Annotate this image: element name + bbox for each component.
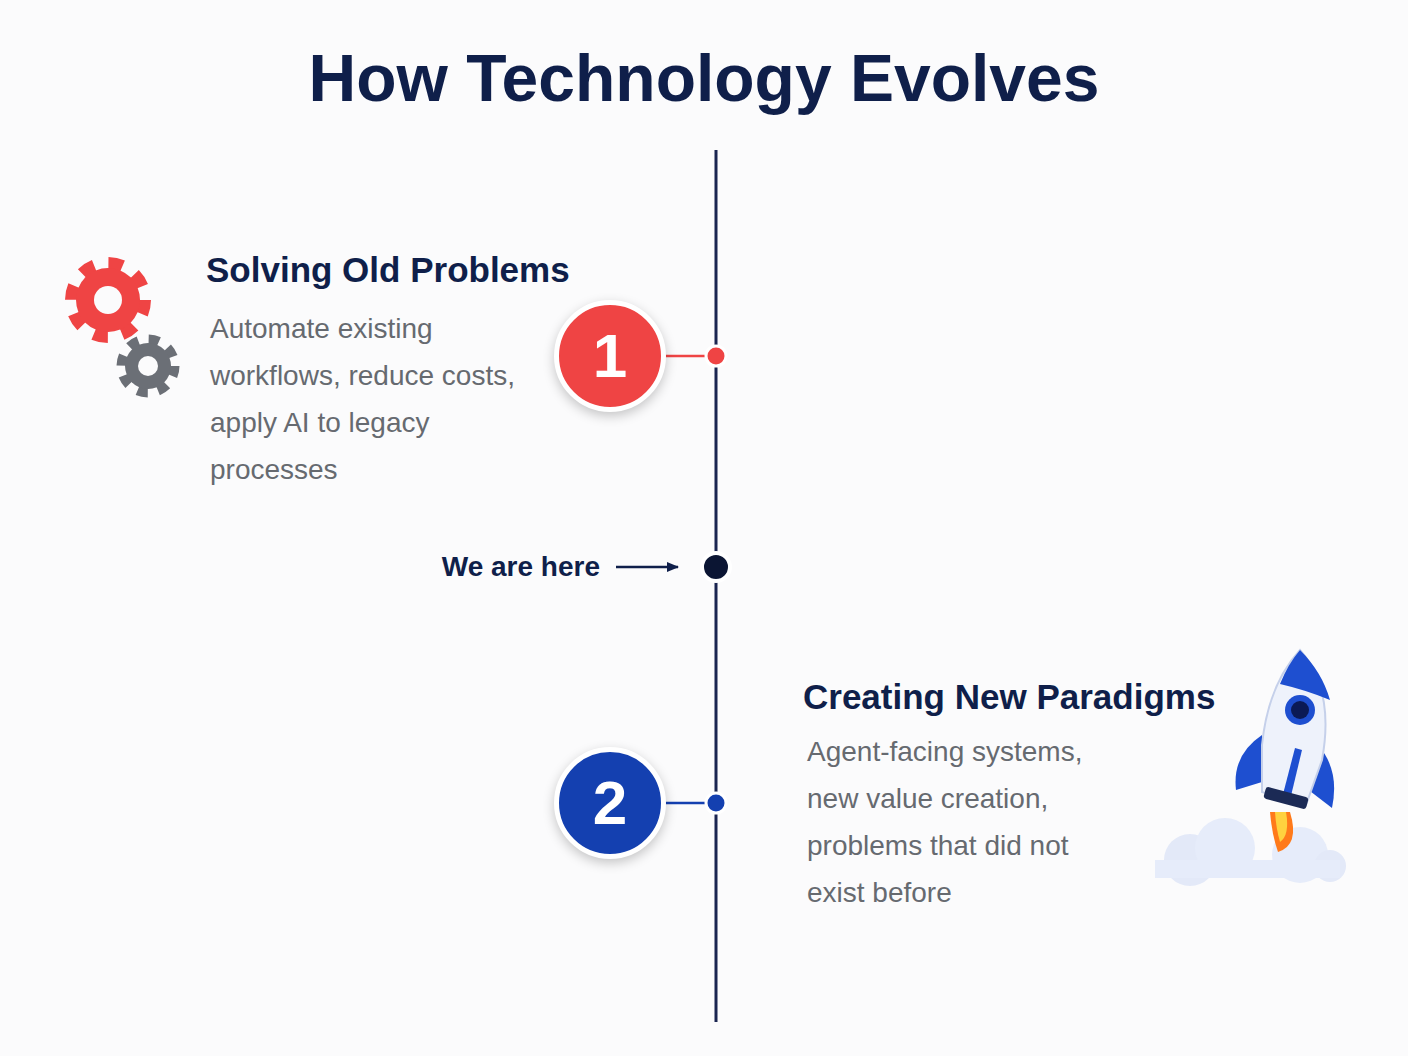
step-number: 2 <box>593 772 627 834</box>
section-body: Agent-facing systems, new value creation… <box>807 728 1127 916</box>
timeline-dot <box>706 346 726 366</box>
pointer-arrow <box>616 566 678 569</box>
section-body: Automate existing workflows, reduce cost… <box>210 305 560 493</box>
step-circle: 1 <box>554 300 666 412</box>
step-circle: 2 <box>554 747 666 859</box>
step-number: 1 <box>593 325 627 387</box>
gear-icon <box>122 340 174 392</box>
position-marker-label: We are here <box>340 550 600 584</box>
timeline-dot <box>706 793 726 813</box>
timeline-axis <box>715 150 718 1022</box>
gear-icon <box>72 264 144 336</box>
section-heading: Solving Old Problems <box>206 249 570 291</box>
section-heading: Creating New Paradigms <box>803 676 1215 718</box>
diagram-title: How Technology Evolves <box>0 38 1408 118</box>
current-dot <box>702 553 730 581</box>
